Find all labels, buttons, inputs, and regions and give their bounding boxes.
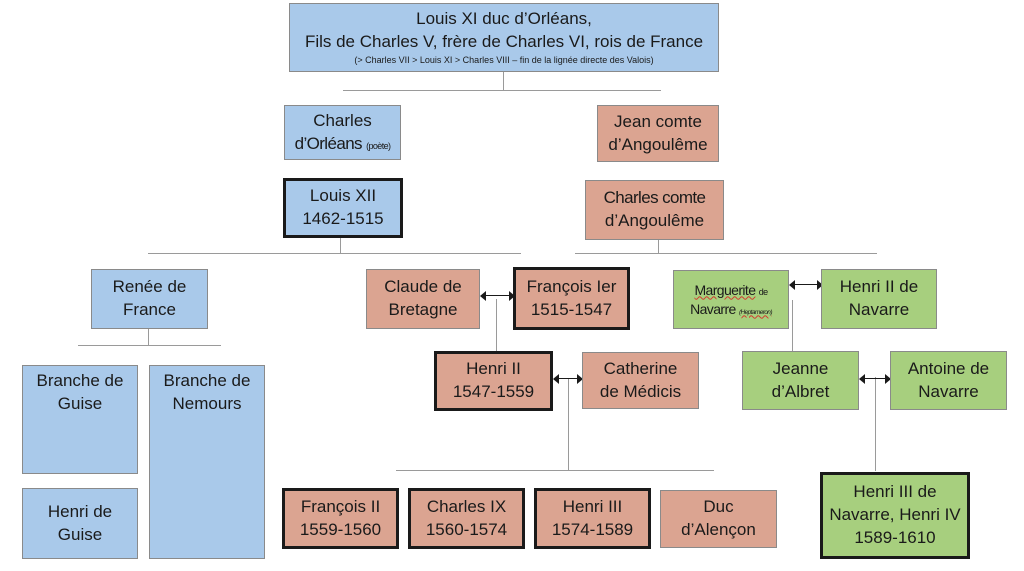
guise-line2: Guise <box>57 393 103 413</box>
node-henri-guise: Henri de Guise <box>22 488 138 559</box>
node-henri-iii: Henri III 1574-1589 <box>534 488 651 549</box>
catherine-line2: de Médicis <box>599 381 682 401</box>
node-branche-nemours: Branche de Nemours <box>149 365 265 559</box>
louis-xii-line1: Louis XII <box>309 186 377 206</box>
connector-louis-xii-down <box>340 238 341 253</box>
connector-children-bar <box>396 470 714 471</box>
connector-renee-bar <box>78 345 221 346</box>
marriage-arrow-marguerite-henri <box>789 280 823 290</box>
connector-charles-angouleme-bar <box>575 253 877 254</box>
connector-root-bar <box>343 90 661 91</box>
node-henri-iv: Henri III de Navarre, Henri IV 1589-1610 <box>820 472 970 559</box>
henri-ii-line2: 1547-1559 <box>452 382 535 401</box>
node-louis-xii: Louis XII 1462-1515 <box>283 178 403 238</box>
connector-louis-xii-bar <box>148 253 521 254</box>
node-jean-angouleme: Jean comte d’Angoulême <box>597 105 719 162</box>
nemours-line1: Branche de <box>163 371 251 390</box>
charles-orleans-line2: d’Orléans <box>294 133 363 153</box>
connector-root-down <box>503 72 504 90</box>
node-francois-i: François Ier 1515-1547 <box>513 267 630 330</box>
node-renee-france: Renée de France <box>91 269 208 329</box>
jeanne-line1: Jeanne <box>772 358 829 378</box>
node-charles-ix: Charles IX 1560-1574 <box>408 488 525 549</box>
marguerite-name1: Marguerite <box>694 281 756 298</box>
node-claude-bretagne: Claude de Bretagne <box>366 269 480 329</box>
francois-ii-line2: 1559-1560 <box>299 519 382 539</box>
node-duc-alencon: Duc d’Alençon <box>660 490 777 548</box>
node-henri-ii: Henri II 1547-1559 <box>434 351 553 411</box>
connector-marguerite-down <box>792 300 793 351</box>
henri-iii-line1: Henri III <box>562 496 623 516</box>
connector-francois-i-down <box>496 299 497 353</box>
node-charles-orleans: Charles d’Orléans (poète) <box>284 105 401 160</box>
nemours-line2: Nemours <box>172 393 242 413</box>
henri-iii-line2: 1574-1589 <box>551 519 634 539</box>
connector-jeanne-down <box>875 377 876 471</box>
root-line2: Fils de Charles V, frère de Charles VI, … <box>304 32 704 52</box>
charles-ix-line1: Charles IX <box>426 496 507 516</box>
jeanne-line2: d’Albret <box>771 381 830 401</box>
jean-angouleme-line2: d’Angoulême <box>608 134 708 154</box>
henri-iv-line3: 1589-1610 <box>854 527 936 547</box>
node-marguerite-navarre: Marguerite de Navarre (Heptameron) <box>673 270 789 329</box>
node-antoine-navarre: Antoine de Navarre <box>890 351 1007 410</box>
antoine-line2: Navarre <box>918 381 979 401</box>
charles-angouleme-line1: Charles comte <box>603 188 706 208</box>
marguerite-name2: Navarre <box>690 300 736 317</box>
alencon-line2: d’Alençon <box>681 520 756 539</box>
node-branche-guise: Branche de Guise <box>22 365 138 474</box>
francois-ii-line1: François II <box>300 496 381 516</box>
connector-henri-ii-down <box>568 378 569 470</box>
marriage-arrow-jeanne-antoine <box>859 374 891 384</box>
henri-guise-line1: Henri de <box>47 501 113 521</box>
francois-i-line1: François Ier <box>526 276 617 296</box>
henri-guise-line2: Guise <box>57 524 103 544</box>
louis-xii-line2: 1462-1515 <box>302 209 384 228</box>
henri-ii-navarre-line2: Navarre <box>848 300 910 319</box>
renee-line1: Renée de <box>112 277 187 297</box>
connector-charles-angouleme-down <box>658 240 659 253</box>
charles-angouleme-line2: d’Angoulême <box>604 211 705 230</box>
henri-ii-line1: Henri II <box>466 359 521 379</box>
marriage-arrow-henri-catherine <box>553 374 583 384</box>
marguerite-suffix1: de <box>758 286 768 297</box>
charles-ix-line2: 1560-1574 <box>425 519 508 539</box>
charles-orleans-note: (poète) <box>366 140 391 151</box>
henri-iv-line2: Navarre, Henri IV <box>829 505 961 525</box>
root-line1: Louis XI duc d’Orléans, <box>416 9 592 29</box>
connector-renee-down <box>148 329 149 345</box>
antoine-line1: Antoine de <box>907 358 990 378</box>
node-catherine-medicis: Catherine de Médicis <box>582 352 699 409</box>
marguerite-note: (Heptameron) <box>738 308 773 316</box>
catherine-line1: Catherine <box>603 358 678 378</box>
claude-line1: Claude de <box>384 277 462 297</box>
marriage-arrow-claude-francois <box>480 291 515 301</box>
claude-line2: Bretagne <box>388 300 458 319</box>
root-line3: (> Charles VII > Louis XI > Charles VIII… <box>354 55 654 66</box>
renee-line2: France <box>123 300 176 319</box>
francois-i-line2: 1515-1547 <box>530 299 613 319</box>
node-jeanne-albret: Jeanne d’Albret <box>742 351 859 410</box>
henri-ii-navarre-line1: Henri II de <box>839 277 919 297</box>
root-louis-duc-orleans: Louis XI duc d’Orléans, Fils de Charles … <box>289 3 719 72</box>
henri-iv-line1: Henri III de <box>853 482 937 502</box>
alencon-line1: Duc <box>703 497 734 517</box>
node-charles-angouleme: Charles comte d’Angoulême <box>585 180 724 240</box>
guise-line1: Branche de <box>36 371 124 390</box>
jean-angouleme-line1: Jean comte <box>614 111 702 131</box>
node-henri-ii-navarre: Henri II de Navarre <box>821 269 937 329</box>
charles-orleans-line1: Charles <box>313 110 372 130</box>
node-francois-ii: François II 1559-1560 <box>282 488 399 549</box>
